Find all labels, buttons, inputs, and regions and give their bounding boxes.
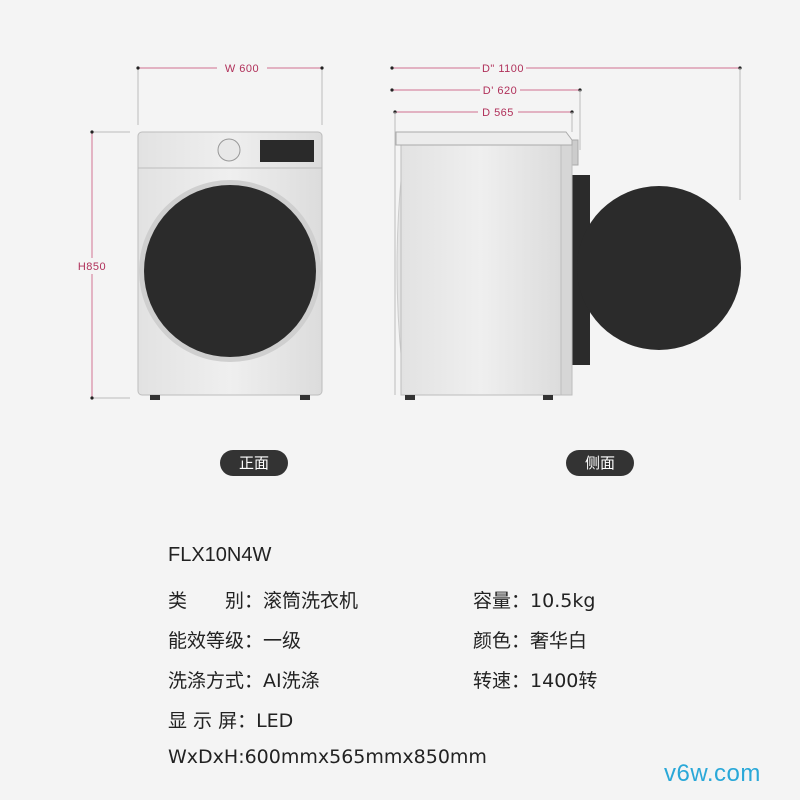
spec-speed: 转速：1400转 <box>473 666 597 693</box>
height-label: H850 <box>78 261 106 273</box>
spec-label: 类 别： <box>168 590 264 612</box>
spec-display: 显 示 屏：LED <box>168 706 293 733</box>
spec-label: 显 示 屏： <box>168 710 257 732</box>
spec-wash: 洗涤方式：AI洗涤 <box>168 666 320 693</box>
front-view-washer: W 600 H850 <box>74 60 324 400</box>
spec-value: 600mmx565mmx850mm <box>244 746 487 768</box>
spec-label: 容量： <box>473 590 531 612</box>
spec-label: 洗涤方式： <box>168 670 264 692</box>
front-view-label: 正面 <box>220 450 288 476</box>
depth-body-label: D 565 <box>482 107 514 119</box>
depth-door-label: D' 620 <box>483 85 517 97</box>
spec-label: WxDxH: <box>168 746 245 768</box>
spec-value: 一级 <box>263 630 302 652</box>
spec-label: 颜色： <box>473 630 531 652</box>
spec-value: 滚筒洗衣机 <box>263 590 359 612</box>
side-view-label: 侧面 <box>566 450 634 476</box>
spec-category: 类 别：滚筒洗衣机 <box>168 586 358 613</box>
spec-label: 能效等级： <box>168 630 264 652</box>
width-label: W 600 <box>225 63 259 75</box>
side-view-washer: D" 1100 D' 620 D 565 <box>390 60 742 400</box>
spec-value: 奢华白 <box>530 630 588 652</box>
watermark: v6w.com <box>664 760 761 787</box>
depth-total-label: D" 1100 <box>482 63 524 75</box>
spec-label: 转速： <box>473 670 531 692</box>
spec-color: 颜色：奢华白 <box>473 626 587 653</box>
spec-capacity: 容量：10.5kg <box>473 586 595 613</box>
spec-size: WxDxH:600mmx565mmx850mm <box>168 746 487 768</box>
spec-value: LED <box>256 710 294 732</box>
model-name: FLX10N4W <box>168 544 272 566</box>
spec-value: 1400转 <box>530 670 598 692</box>
spec-energy: 能效等级：一级 <box>168 626 301 653</box>
spec-value: 10.5kg <box>530 590 596 612</box>
spec-value: AI洗涤 <box>263 670 320 692</box>
